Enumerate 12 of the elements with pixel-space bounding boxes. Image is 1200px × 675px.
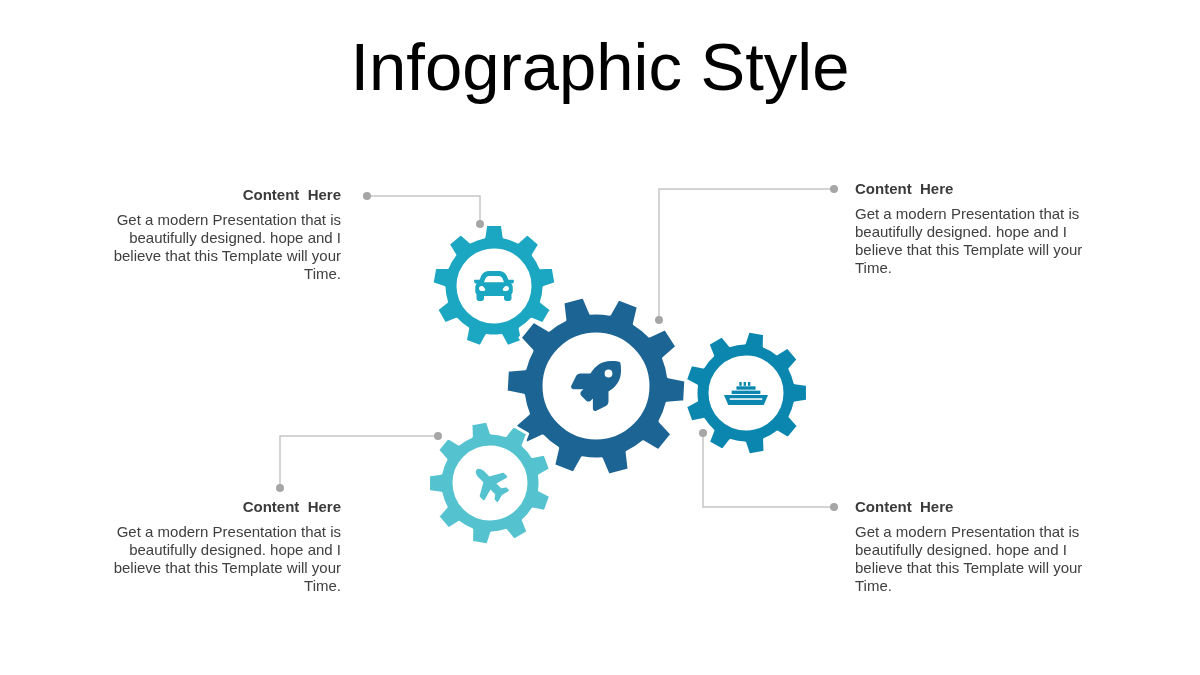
- content-heading: Content Here: [242, 498, 341, 516]
- leader-line: [699, 429, 838, 511]
- content-heading: Content Here: [855, 180, 954, 198]
- leader-line: [655, 185, 838, 324]
- description-text: Get a modern Presentation that is beautifully designed. hope and I believe that this Template will your Time.: [855, 523, 1084, 595]
- leader-line: [276, 432, 442, 492]
- description-text: Get a modern Presentation that is beautifully designed. hope and I believe that this Template will your Time.: [855, 205, 1084, 277]
- description-text: Get a modern Presentation that is beautifully designed. hope and I believe that this Template will your Time.: [112, 211, 341, 283]
- leader-line: [363, 192, 484, 228]
- content-heading: Content Here: [242, 186, 341, 204]
- description-text: Get a modern Presentation that is beautifully designed. hope and I believe that this Template will your Time.: [112, 523, 341, 595]
- content-heading: Content Here: [855, 498, 954, 516]
